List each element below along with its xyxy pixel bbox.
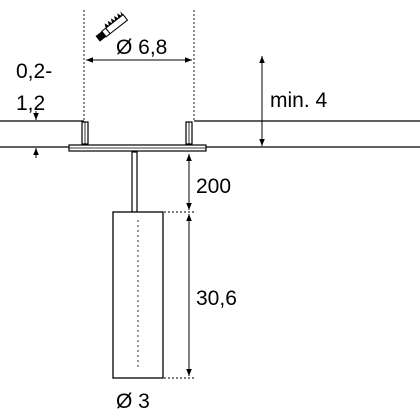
body-length-label: 30,6: [196, 287, 237, 310]
ceiling-thickness-label-line2: 1,2: [16, 92, 45, 115]
mounting-plate: [68, 121, 207, 152]
cutout-extension-lines: [83, 10, 195, 121]
ceiling: [0, 120, 420, 148]
suspension-cable: [131, 151, 138, 213]
hole-saw-icon: [95, 11, 129, 42]
min-clearance-label: min. 4: [270, 89, 328, 112]
ceiling-thickness-label-line1: 0,2-: [16, 60, 52, 83]
body-extension-lines: [164, 211, 196, 379]
cutout-diameter-label: Ø 6,8: [116, 36, 167, 59]
body-diameter-label: Ø 3: [116, 390, 150, 413]
cable-length-label: 200: [196, 175, 231, 198]
